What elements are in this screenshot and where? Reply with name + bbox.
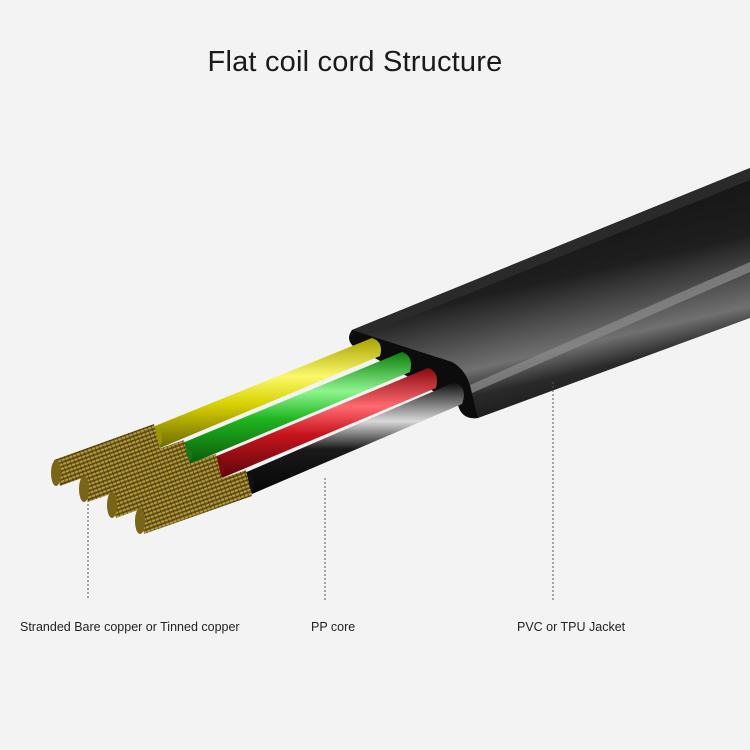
label-conductor: Stranded Bare copper or Tinned copper xyxy=(20,620,240,634)
copper-conductor-3 xyxy=(107,454,222,518)
copper-conductor-4 xyxy=(135,470,252,534)
pvc-tpu-jacket xyxy=(349,168,750,419)
diagram-title: Flat coil cord Structure xyxy=(207,46,503,78)
label-core: PP core xyxy=(311,620,356,634)
copper-conductor-1 xyxy=(51,424,160,486)
label-jacket: PVC or TPU Jacket xyxy=(517,620,626,634)
copper-conductor-2 xyxy=(79,440,190,502)
